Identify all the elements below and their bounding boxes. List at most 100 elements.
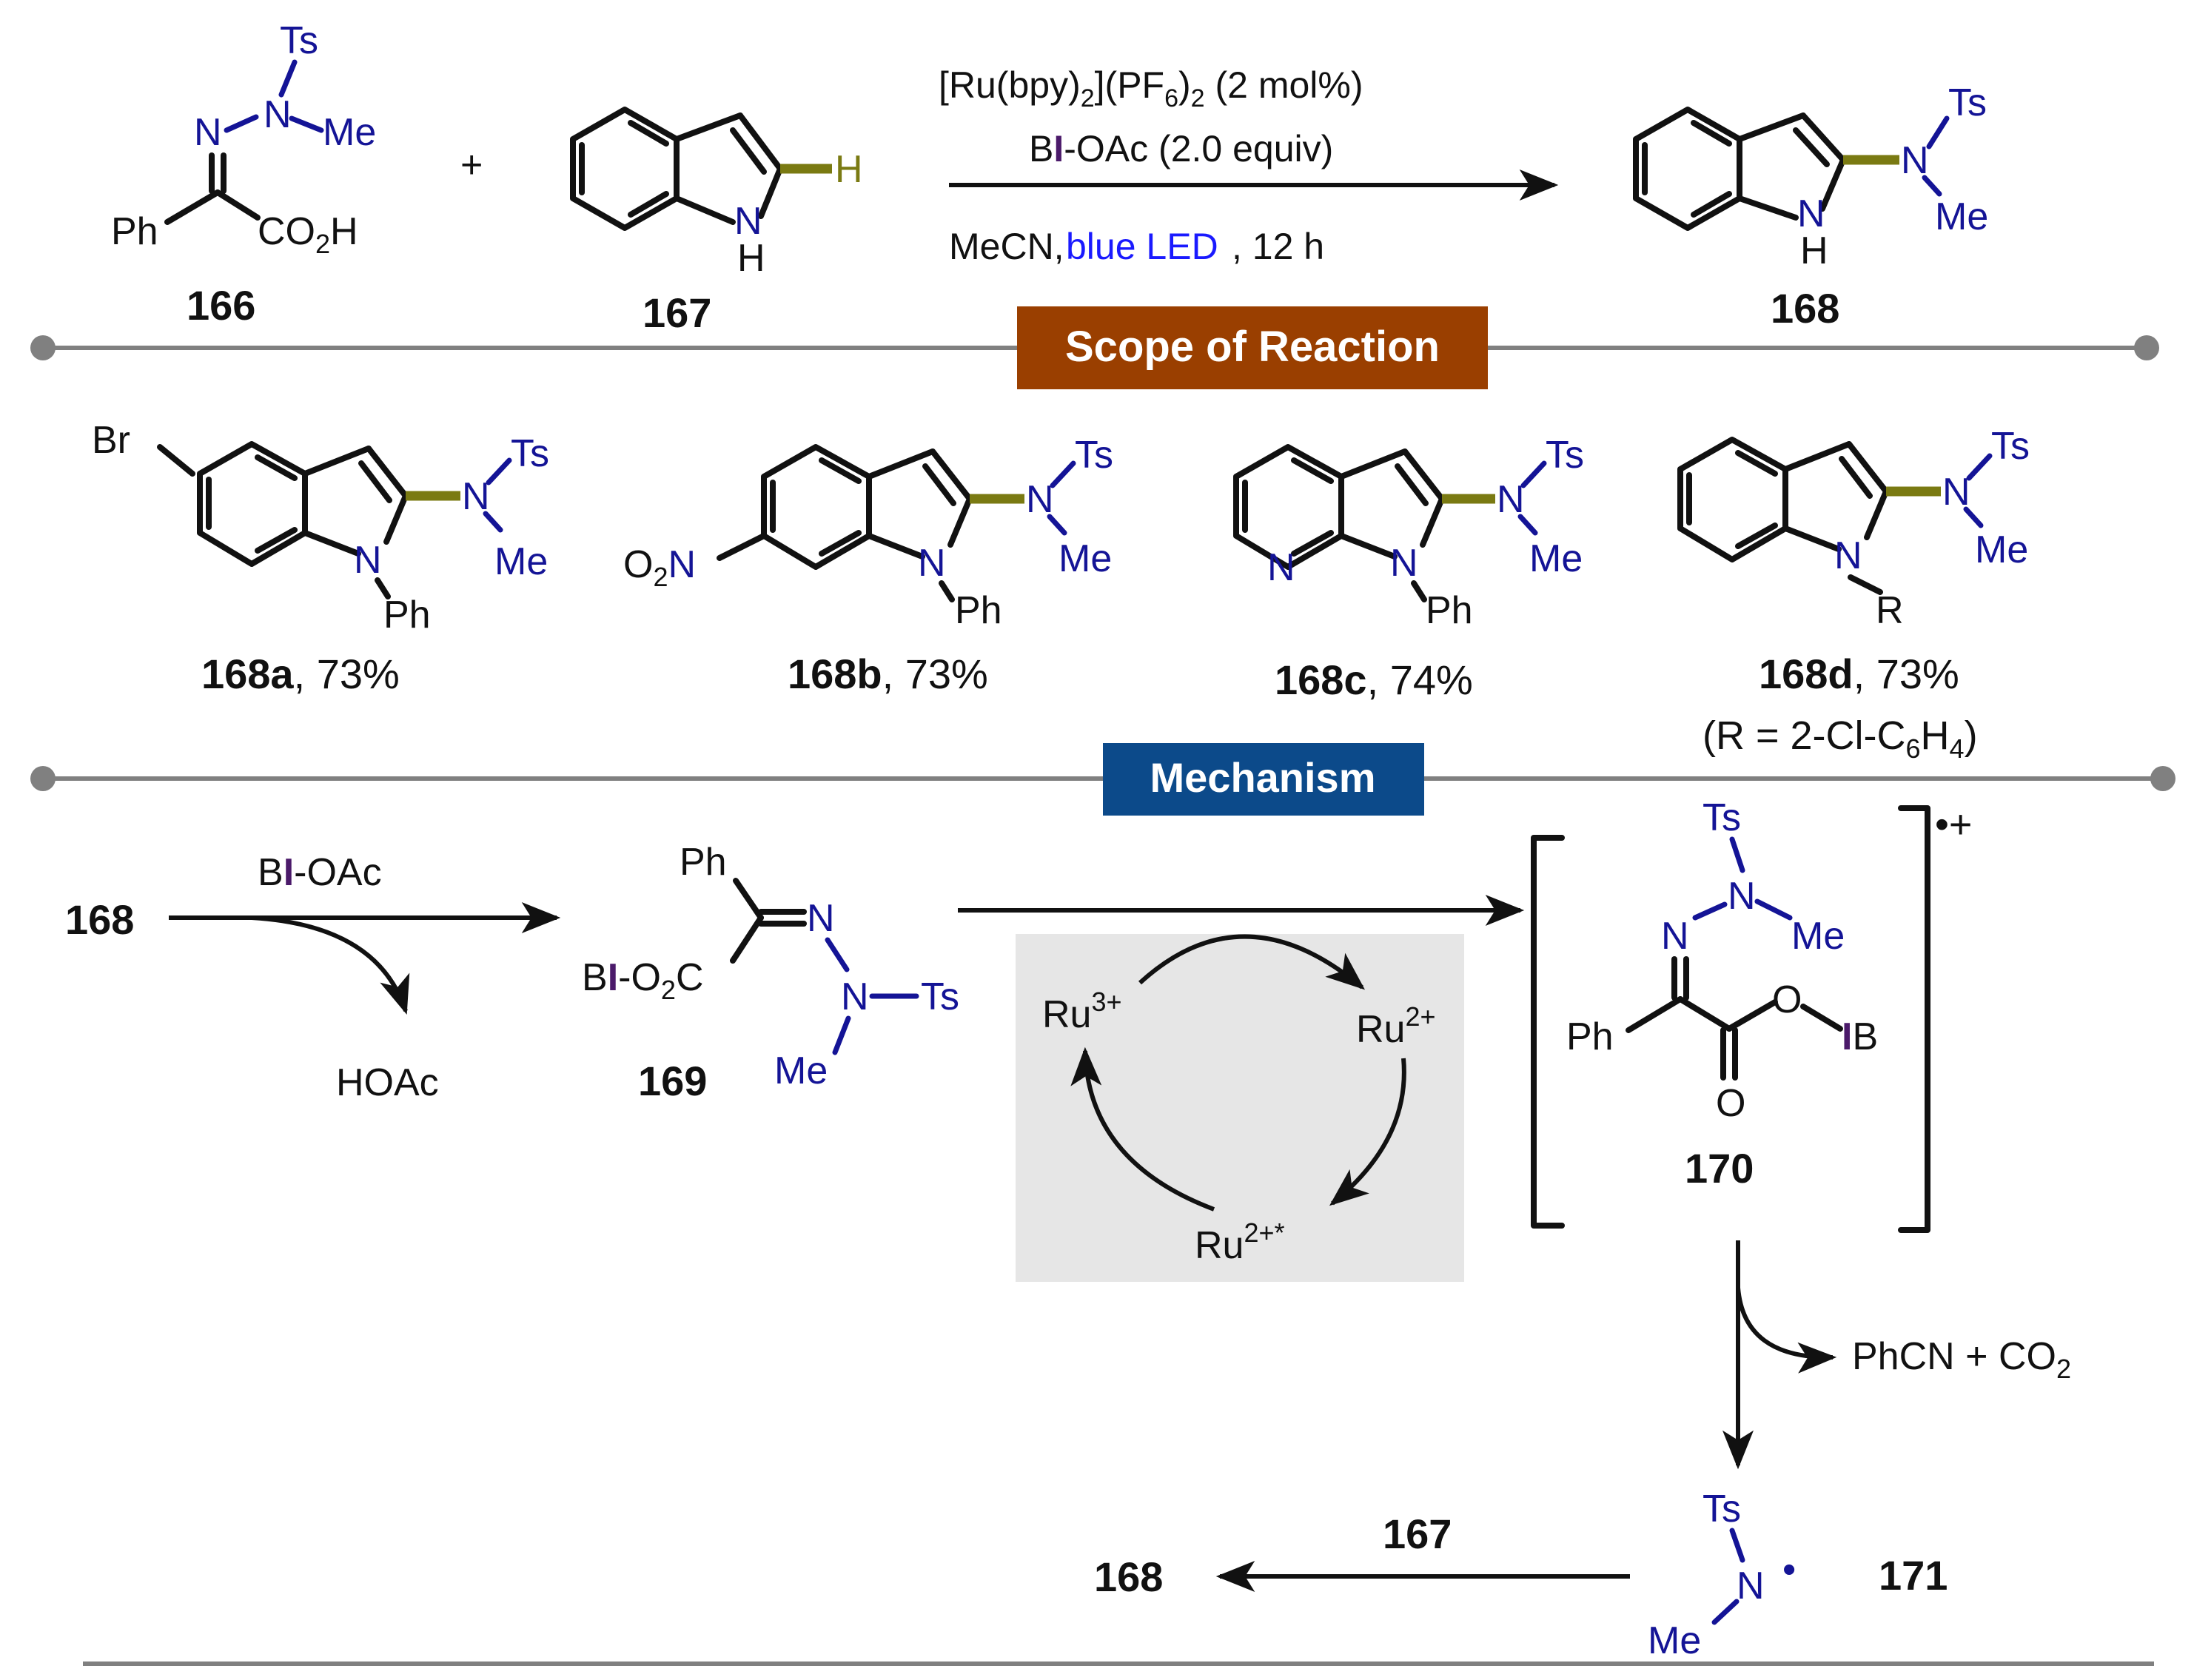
atom-n: N — [1728, 875, 1756, 918]
atom-n1: N — [1834, 534, 1862, 577]
mech-byproduct: HOAc — [336, 1061, 439, 1104]
atom-ph: Ph — [1566, 1015, 1614, 1058]
divider-dot-left — [30, 335, 56, 360]
mech-product-168: 168 — [1094, 1553, 1163, 1600]
compound-168a-structure: Br N Ts Me N Ph — [92, 419, 549, 636]
label-167: 167 — [643, 289, 711, 336]
atom-ts: Ts — [1546, 434, 1584, 477]
atom-me: Me — [1975, 528, 2028, 571]
mechanism-title-box — [1103, 743, 1424, 816]
atom-n2: N — [841, 975, 869, 1018]
atom-ph: Ph — [1426, 589, 1473, 632]
atom-n: N — [462, 475, 490, 518]
atom-ib: IB — [1842, 1015, 1878, 1058]
atom-ph: Ph — [383, 594, 431, 636]
label-169: 169 — [638, 1058, 707, 1104]
atom-co2h: CO2H — [258, 210, 358, 259]
atom-me: Me — [1935, 195, 1988, 238]
scope-title-box — [1017, 306, 1488, 389]
atom-pyridine-n: N — [1267, 546, 1295, 589]
scope-168d-note: (R = 2-Cl-C6H4) — [1702, 713, 1978, 764]
atom-ts: Ts — [1991, 425, 2030, 468]
mech-byproduct-arrow — [251, 915, 410, 1015]
compound-170-structure: •+ Ts N Me N Ph O IB O — [1531, 796, 1972, 1233]
atom-nh: N — [734, 200, 762, 243]
atom-me: Me — [323, 111, 376, 154]
plus-sign: + — [460, 144, 483, 187]
atom-ph: Ph — [955, 589, 1002, 632]
cycle-arrow-left — [1070, 1046, 1215, 1212]
mech-loss-arrow — [1736, 1287, 1837, 1374]
cycle-arrow-right — [1329, 1058, 1406, 1206]
scope-168c-label: 168c, 74% — [1275, 656, 1473, 703]
mech-loss: PhCN + CO2 — [1852, 1335, 2071, 1384]
scope-title: Scope of Reaction — [1065, 323, 1440, 371]
atom-ts: Ts — [921, 975, 959, 1018]
bracket-left — [1531, 835, 1565, 1229]
atom-nh-h: H — [737, 237, 765, 280]
atom-n1: N — [918, 542, 946, 585]
label-170: 170 — [1685, 1145, 1754, 1192]
scope-168d-label: 168d, 73% — [1759, 651, 1959, 697]
atom-n: N — [1497, 478, 1525, 521]
charge-radical-cation: •+ — [1935, 802, 1972, 847]
atom-br: Br — [92, 419, 130, 462]
atom-ts: Ts — [1702, 1488, 1741, 1531]
atom-ph: Ph — [111, 210, 158, 253]
compound-168c-structure: N N Ts Me N Ph — [1233, 434, 1584, 632]
atom-ts: Ts — [1075, 434, 1113, 477]
atom-n: N — [1942, 471, 1970, 514]
atom-n1: N — [354, 539, 382, 582]
catalytic-cycle-box — [1016, 934, 1464, 1282]
atom-ts: Ts — [511, 432, 549, 475]
atom-n1: N — [1390, 542, 1418, 585]
mechanism-title: Mechanism — [1150, 754, 1376, 801]
atom-r: R — [1876, 589, 1904, 632]
atom-bio2c: BI-O2C — [582, 956, 704, 1005]
atom-n: N — [1901, 139, 1929, 182]
atom-me: Me — [494, 540, 548, 583]
atom-me: Me — [1791, 915, 1845, 958]
divider-dot-right-2 — [2150, 766, 2175, 791]
atom-n: N — [1737, 1565, 1765, 1607]
label-168: 168 — [1771, 285, 1839, 332]
divider-dot-right — [2134, 335, 2159, 360]
atom-ph: Ph — [680, 841, 727, 884]
atom-o-carbonyl: O — [1716, 1082, 1745, 1125]
compound-167-structure: H N H — [570, 107, 863, 280]
mech-reagent-biac: BI-OAc — [258, 851, 382, 894]
bracket-right — [1898, 805, 1930, 1233]
reaction-conditions: MeCN, blue LED , 12 h — [949, 226, 1324, 267]
atom-me: Me — [1529, 537, 1583, 580]
compound-168-structure: N Ts Me N H — [1633, 81, 1988, 272]
atom-n2: N — [194, 111, 222, 154]
compound-166-structure: Ts N Me N Ph CO2H — [111, 19, 376, 259]
cycle-arrow-top — [1138, 934, 1366, 990]
compound-168b-structure: O2N N Ts Me N Ph — [623, 434, 1113, 632]
label-166: 166 — [187, 282, 255, 329]
reagent-line-2: BI-OAc (2.0 equiv) — [1029, 128, 1333, 169]
compound-168d-structure: N Ts Me N R — [1677, 425, 2030, 632]
mech-reactant-167: 167 — [1383, 1511, 1452, 1557]
divider-dot-left-2 — [30, 766, 56, 791]
atom-me: Me — [774, 1049, 828, 1092]
atom-o-ester: O — [1772, 978, 1802, 1021]
atom-me: Me — [1059, 537, 1112, 580]
reagent-line-1: [Ru(bpy)2](PF6)2 (2 mol%) — [939, 64, 1363, 112]
atom-n2: N — [1661, 915, 1689, 958]
scope-168b-label: 168b, 73% — [788, 651, 988, 697]
compound-171-structure: Ts N • Me — [1648, 1488, 1796, 1662]
atom-ts: Ts — [1702, 796, 1741, 839]
atom-nh: N — [1797, 192, 1825, 235]
mech-start-168: 168 — [65, 896, 134, 943]
scope-168a-label: 168a, 73% — [201, 651, 400, 697]
compound-169-structure: Ph N BI-O2C N Ts Me — [582, 841, 959, 1092]
atom-n: N — [264, 93, 292, 136]
atom-nh-h: H — [1800, 229, 1828, 272]
atom-h-highlight: H — [835, 148, 863, 191]
label-171: 171 — [1879, 1552, 1948, 1599]
atom-ts: Ts — [1948, 81, 1987, 124]
atom-ts: Ts — [280, 19, 318, 62]
radical-dot: • — [1782, 1548, 1796, 1591]
